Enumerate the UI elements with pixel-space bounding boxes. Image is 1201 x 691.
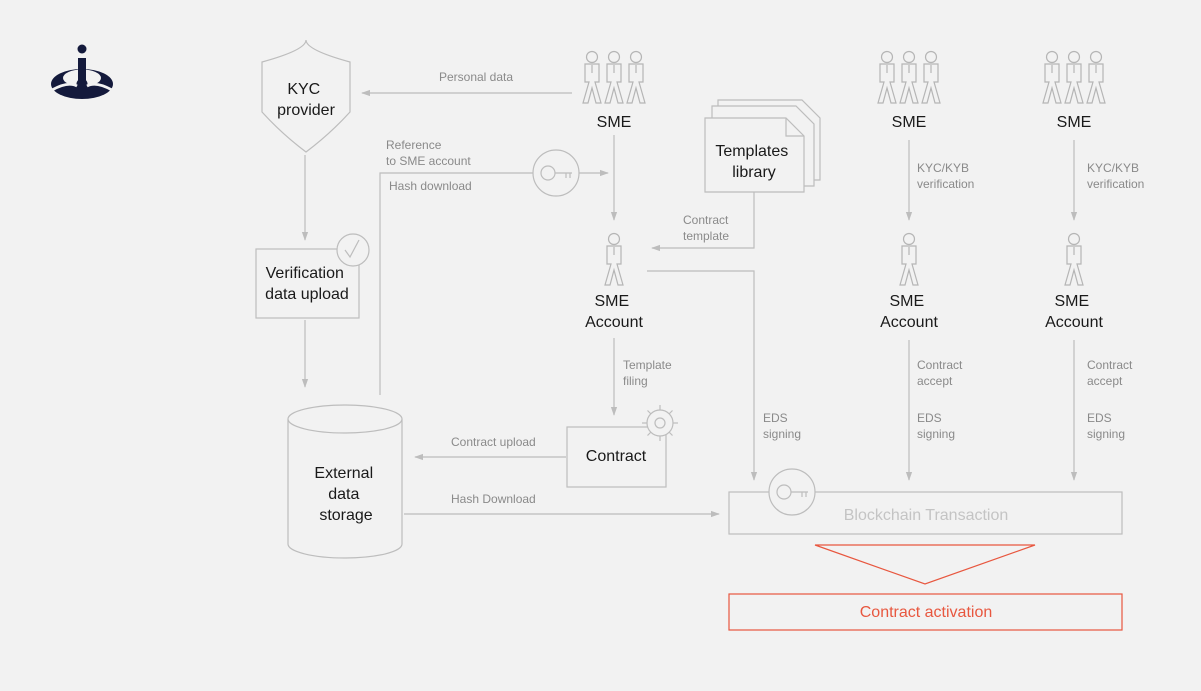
sme-account-third-line2: Account xyxy=(1045,314,1103,331)
svg-text:SME Account: SME Account xyxy=(880,293,938,331)
verification-upload-node: Verification data upload xyxy=(255,233,370,319)
checkmark-icon xyxy=(336,233,370,267)
edge-contract-accept-third: Contract accept xyxy=(1087,358,1136,388)
sme-account-third-line1: SME xyxy=(1054,293,1089,310)
templates-label-line2: library xyxy=(732,164,776,181)
person-group-icon xyxy=(582,50,646,104)
edge-contract-template: Contract template xyxy=(683,213,732,243)
edge-eds-signing-main: EDS signing xyxy=(763,411,801,441)
edge-kyc-kyb-second: KYC/KYB verification xyxy=(917,161,974,191)
edge-reference: Reference to SME account xyxy=(386,138,471,168)
verification-label-line1: Verification xyxy=(266,265,344,282)
svg-text:Verification data upload: Verification data upload xyxy=(265,265,349,303)
edge-hash-download-bottom: Hash Download xyxy=(451,492,536,506)
templates-label-line1: Templates xyxy=(715,143,788,160)
activation-arrow xyxy=(814,544,1036,585)
edge-personal-data: Personal data xyxy=(439,70,513,84)
svg-text:SME Account: SME Account xyxy=(585,293,643,331)
sme-third-label: SME xyxy=(1057,114,1092,131)
edge-kyc-kyb-third: KYC/KYB verification xyxy=(1087,161,1144,191)
contract-node: Contract xyxy=(566,405,678,488)
edge-template-filing: Template filing xyxy=(623,358,675,388)
svg-text:Templates library: Templates library xyxy=(715,143,792,181)
edge-eds-signing-second: EDS signing xyxy=(917,411,955,441)
document-stack-icon xyxy=(704,99,821,193)
connectors xyxy=(301,89,1078,518)
key-icon xyxy=(532,149,580,197)
external-storage-node: External data storage xyxy=(287,404,403,559)
storage-label-line1: External xyxy=(314,465,373,482)
verification-label-line2: data upload xyxy=(265,286,349,303)
gear-icon xyxy=(642,405,678,441)
sme-account-second-line2: Account xyxy=(880,314,938,331)
sme-account-main-line1: SME xyxy=(594,293,629,310)
storage-label-line3: storage xyxy=(319,507,372,524)
edge-eds-signing-third: EDS signing xyxy=(1087,411,1125,441)
key-icon xyxy=(768,468,816,516)
shield-icon xyxy=(261,39,351,153)
edge-contract-upload: Contract upload xyxy=(451,435,536,449)
kyc-provider-node: KYC provider xyxy=(261,39,351,153)
logo-icon xyxy=(51,44,113,99)
kyc-provider-label-line2: provider xyxy=(277,102,335,119)
blockchain-transaction-label: Blockchain Transaction xyxy=(844,507,1009,524)
contract-activation-label: Contract activation xyxy=(860,604,993,621)
contract-activation-node: Contract activation xyxy=(728,593,1123,631)
person-icon xyxy=(604,232,624,286)
svg-text:External data stor: External data storage xyxy=(314,465,377,524)
person-icon xyxy=(899,232,919,286)
svg-text:KYC provider: KYC provider xyxy=(277,81,335,119)
database-icon xyxy=(287,419,403,559)
svg-text:SME Account: SME Account xyxy=(1045,293,1103,331)
edge-hash-download-top: Hash download xyxy=(389,179,472,193)
templates-library-node: Templates library xyxy=(704,99,821,193)
person-group-icon xyxy=(1042,50,1106,104)
storage-label-line2: data xyxy=(328,486,359,503)
kyc-provider-label-line1: KYC xyxy=(287,81,320,98)
contract-label: Contract xyxy=(586,448,647,465)
sme-account-main-line2: Account xyxy=(585,314,643,331)
edge-contract-accept-second: Contract accept xyxy=(917,358,966,388)
person-group-icon xyxy=(877,50,941,104)
sme-main-label: SME xyxy=(597,114,632,131)
sme-account-second-line1: SME xyxy=(889,293,924,310)
person-icon xyxy=(1064,232,1084,286)
sme-second-label: SME xyxy=(892,114,927,131)
